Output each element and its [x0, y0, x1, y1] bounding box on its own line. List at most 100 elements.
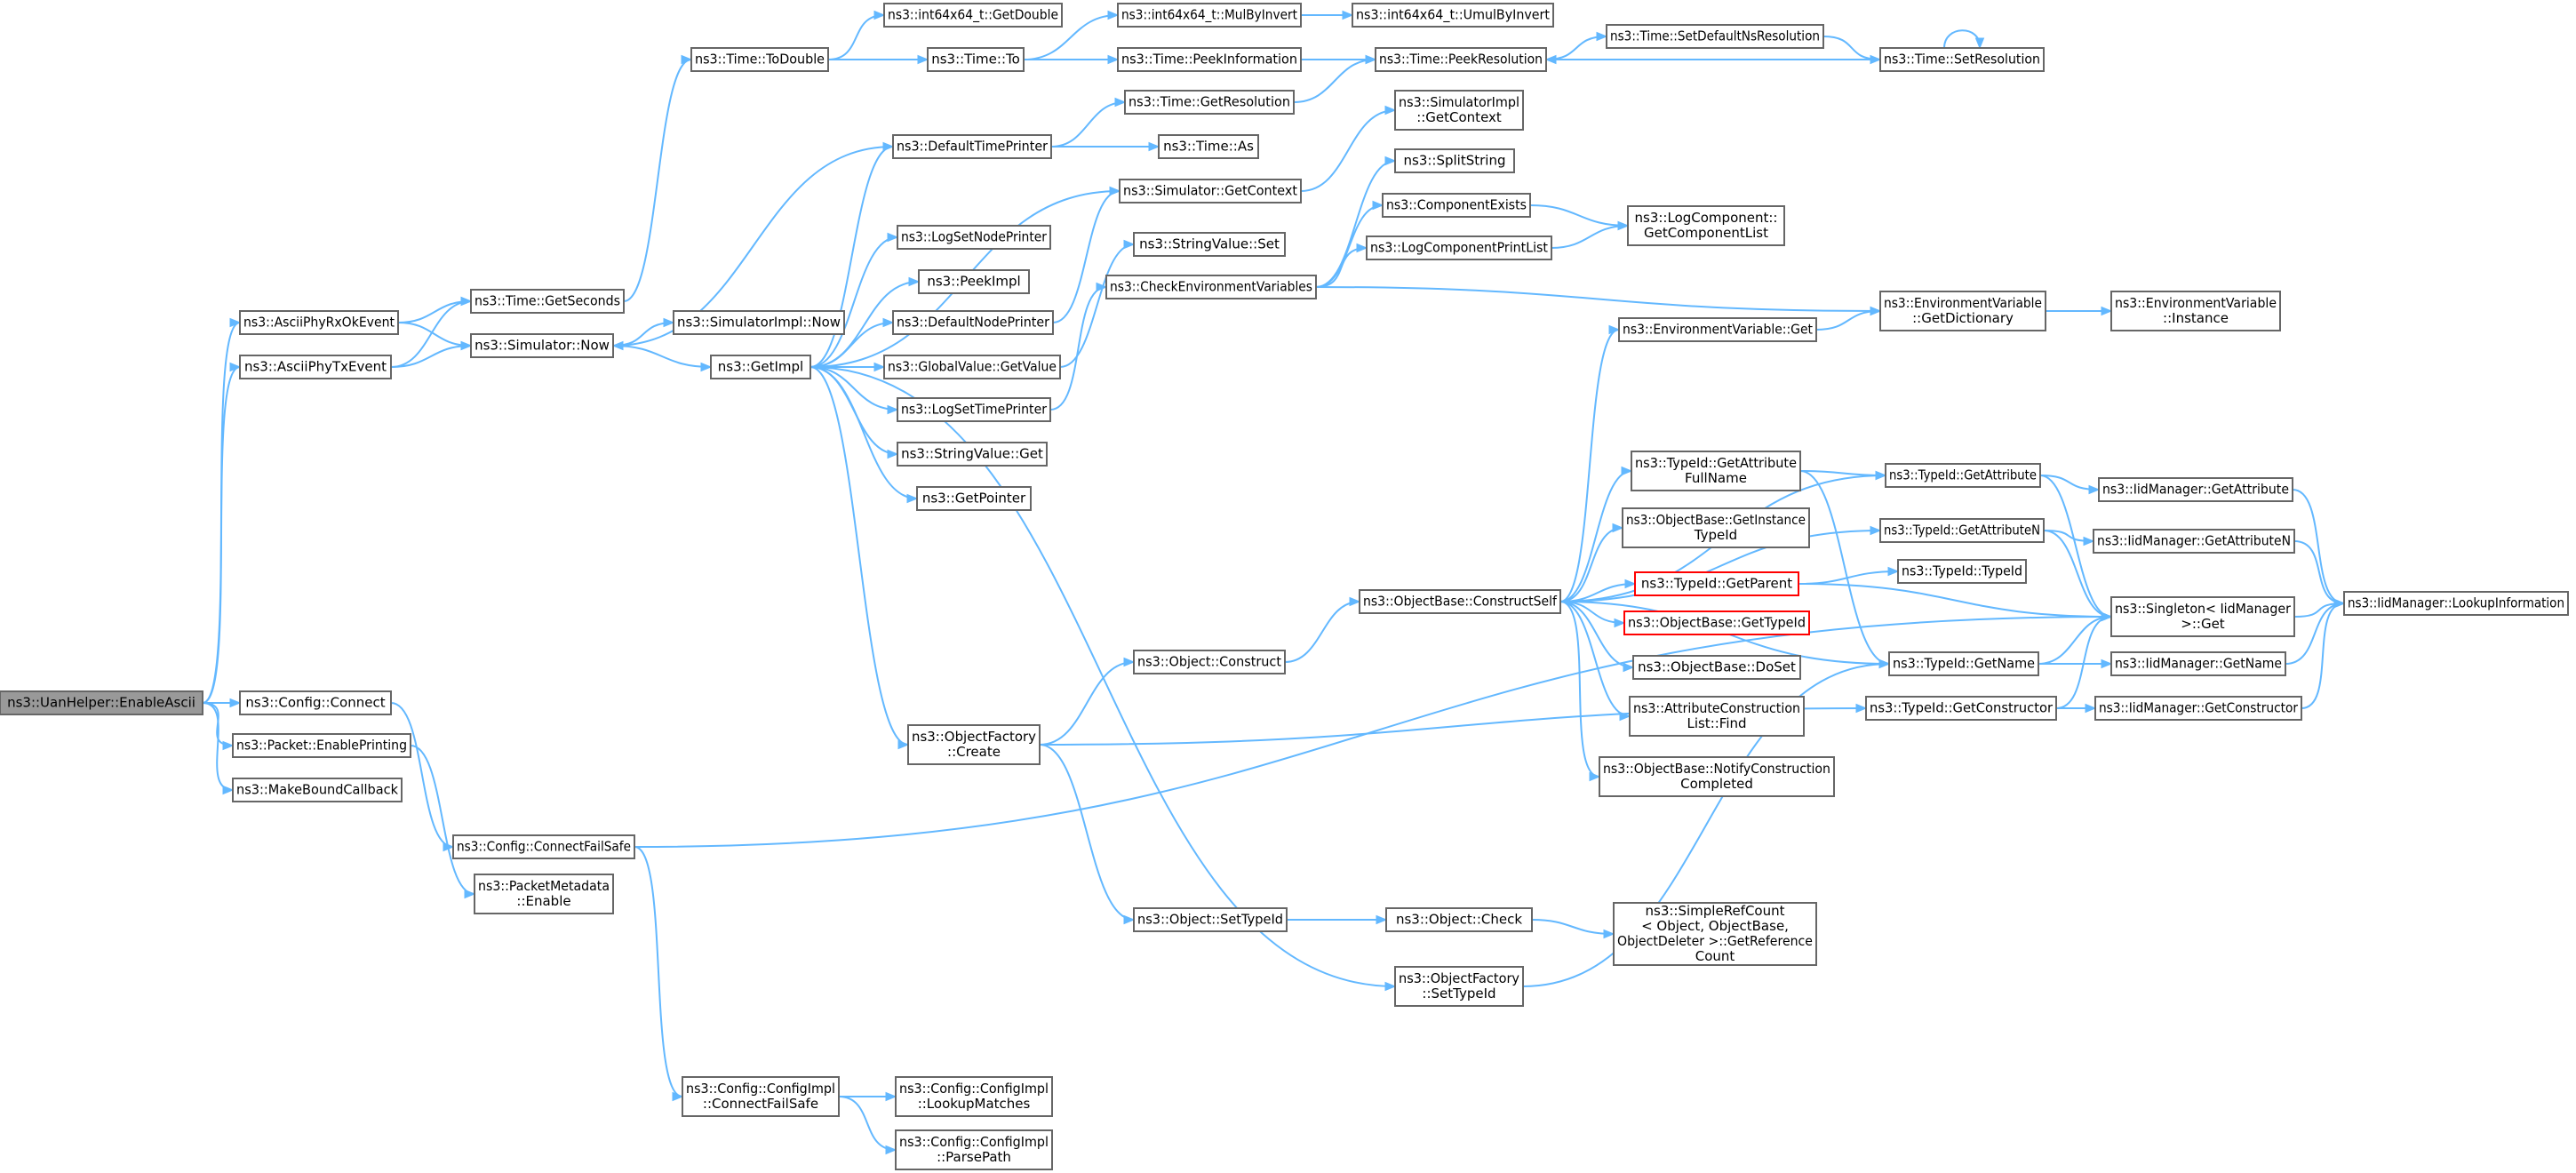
node-type-id-get-name[interactable]: ns3::TypeId::GetName — [1888, 651, 2039, 676]
edge-time-to-double-to-time-to-arrowhead — [917, 54, 929, 65]
node-string-value-get[interactable]: ns3::StringValue::Get — [897, 442, 1048, 467]
node-log-set-node-printer[interactable]: ns3::LogSetNodePrinter — [897, 225, 1051, 250]
node-time-set-default-ns-resolution[interactable]: ns3::Time::SetDefaultNsResolution — [1606, 24, 1824, 49]
node-label: TypeId — [1694, 527, 1737, 543]
node-log-component-get-component-list[interactable]: ns3::LogComponent::GetComponentList — [1627, 205, 1785, 246]
node-global-value-get-value[interactable]: ns3::GlobalValue::GetValue — [883, 355, 1061, 379]
edge-iid-manager-get-constructor-to-iid-manager-lookup-information — [2301, 602, 2345, 709]
node-log-component-print-list[interactable]: ns3::LogComponentPrintList — [1366, 235, 1552, 260]
node-default-time-printer[interactable]: ns3::DefaultTimePrinter — [892, 134, 1052, 159]
node-config-impl-lookup-matches[interactable]: ns3::Config::ConfigImpl::LookupMatches — [895, 1076, 1053, 1117]
edge-default-node-printer-to-simulator-get-context-arrowhead — [1109, 186, 1121, 196]
node-type-id-get-parent[interactable]: ns3::TypeId::GetParent — [1634, 571, 1799, 596]
node-label: ns3::SimpleRefCount — [1646, 903, 1785, 919]
node-time-as[interactable]: ns3::Time::As — [1158, 134, 1259, 159]
node-simulator-impl-get-context[interactable]: ns3::SimulatorImpl::GetContext — [1394, 90, 1524, 131]
node-box — [2343, 591, 2569, 616]
node-iid-manager-get-attribute[interactable]: ns3::IidManager::GetAttribute — [2098, 477, 2293, 502]
node-object-base-construct-self[interactable]: ns3::ObjectBase::ConstructSelf — [1359, 589, 1561, 614]
node-time-peek-information[interactable]: ns3::Time::PeekInformation — [1117, 47, 1302, 72]
node-label: ns3::StringValue::Set — [1139, 236, 1280, 252]
node-object-check[interactable]: ns3::Object::Check — [1385, 907, 1533, 932]
node-label: ::Create — [947, 744, 1001, 760]
node-config-impl-connect-fail-safe[interactable]: ns3::Config::ConfigImpl::ConnectFailSafe — [682, 1076, 840, 1117]
node-int64-umul-by-invert[interactable]: ns3::int64x64_t::UmulByInvert — [1352, 3, 1554, 28]
node-peek-impl[interactable]: ns3::PeekImpl — [918, 269, 1030, 294]
node-environment-variable-get-dictionary[interactable]: ns3::EnvironmentVariable::GetDictionary — [1879, 291, 2046, 331]
node-iid-manager-lookup-information[interactable]: ns3::IidManager::LookupInformation — [2343, 591, 2569, 616]
node-object-factory-create[interactable]: ns3::ObjectFactory::Create — [907, 724, 1041, 765]
node-packet-metadata-enable[interactable]: ns3::PacketMetadata::Enable — [474, 874, 614, 914]
node-iid-manager-get-name[interactable]: ns3::IidManager::GetName — [2110, 651, 2286, 676]
node-type-id-get-attribute[interactable]: ns3::TypeId::GetAttribute — [1885, 463, 2041, 488]
edge-get-impl-to-default-time-printer — [809, 146, 894, 368]
edge-get-impl-to-log-set-time-printer-arrowhead — [887, 404, 899, 415]
node-int64-mul-by-invert[interactable]: ns3::int64x64_t::MulByInvert — [1117, 3, 1302, 28]
node-type-id-type-id[interactable]: ns3::TypeId::TypeId — [1897, 559, 2027, 584]
node-simulator-now[interactable]: ns3::Simulator::Now — [470, 333, 614, 358]
node-simple-ref-count-get-reference-count[interactable]: ns3::SimpleRefCount< Object, ObjectBase,… — [1613, 902, 1817, 966]
node-ascii-phy-tx-event[interactable]: ns3::AsciiPhyTxEvent — [239, 355, 392, 379]
node-get-pointer[interactable]: ns3::GetPointer — [916, 486, 1032, 511]
node-object-construct[interactable]: ns3::Object::Construct — [1133, 650, 1286, 674]
node-get-impl[interactable]: ns3::GetImpl — [710, 355, 811, 379]
node-object-base-do-set[interactable]: ns3::ObjectBase::DoSet — [1632, 655, 1801, 680]
node-split-string[interactable]: ns3::SplitString — [1394, 148, 1515, 173]
node-time-peek-resolution[interactable]: ns3::Time::PeekResolution — [1375, 47, 1547, 72]
node-default-node-printer[interactable]: ns3::DefaultNodePrinter — [892, 310, 1054, 335]
edge-get-impl-to-peek-impl-arrowhead — [908, 276, 921, 287]
node-int64-get-double[interactable]: ns3::int64x64_t::GetDouble — [883, 3, 1063, 28]
node-packet-enable-printing[interactable]: ns3::Packet::EnablePrinting — [232, 733, 411, 758]
node-string-value-set[interactable]: ns3::StringValue::Set — [1133, 232, 1286, 257]
node-box — [927, 47, 1025, 72]
node-object-base-notify-construction-completed[interactable]: ns3::ObjectBase::NotifyConstructionCompl… — [1599, 756, 1835, 797]
node-config-connect-fail-safe[interactable]: ns3::Config::ConnectFailSafe — [452, 834, 635, 859]
node-make-bound-callback[interactable]: ns3::MakeBoundCallback — [232, 778, 403, 802]
node-box — [470, 333, 614, 358]
node-config-impl-parse-path[interactable]: ns3::Config::ConfigImpl::ParsePath — [895, 1129, 1053, 1170]
node-iid-manager-get-attribute-n[interactable]: ns3::IidManager::GetAttributeN — [2093, 529, 2295, 554]
node-type-id-get-attribute-n[interactable]: ns3::TypeId::GetAttributeN — [1879, 518, 2045, 543]
node-label: ns3::Time::GetSeconds — [475, 293, 620, 309]
node-time-get-seconds[interactable]: ns3::Time::GetSeconds — [470, 289, 625, 314]
node-simulator-get-context[interactable]: ns3::Simulator::GetContext — [1119, 179, 1302, 203]
node-time-set-resolution[interactable]: ns3::Time::SetResolution — [1879, 47, 2045, 72]
node-check-environment-variables[interactable]: ns3::CheckEnvironmentVariables — [1105, 275, 1317, 299]
node-box — [2110, 651, 2286, 676]
node-config-connect[interactable]: ns3::Config::Connect — [239, 690, 392, 715]
node-ascii-phy-rx-ok-event[interactable]: ns3::AsciiPhyRxOkEvent — [239, 310, 399, 335]
node-label: ns3::GlobalValue::GetValue — [888, 359, 1057, 375]
node-label: ns3::ObjectBase::ConstructSelf — [1363, 594, 1558, 610]
node-object-base-get-type-id[interactable]: ns3::ObjectBase::GetTypeId — [1623, 610, 1810, 635]
node-iid-manager-get-constructor[interactable]: ns3::IidManager::GetConstructor — [2094, 696, 2302, 721]
edge-default-time-printer-to-simulator-now-arrowhead — [611, 340, 624, 351]
node-environment-variable-instance[interactable]: ns3::EnvironmentVariable::Instance — [2110, 291, 2281, 331]
node-time-to-double[interactable]: ns3::Time::ToDouble — [690, 47, 829, 72]
edge-time-to-to-time-peek-information-arrowhead — [1107, 54, 1120, 65]
node-environment-variable-get[interactable]: ns3::EnvironmentVariable::Get — [1618, 317, 1817, 342]
edge-simulator-get-context-to-simulator-impl-get-context-arrowhead — [1384, 105, 1397, 116]
node-label: ns3::PeekImpl — [927, 274, 1020, 290]
node-label: ns3::int64x64_t::GetDouble — [888, 7, 1058, 24]
edge-check-environment-variables-to-log-component-print-list — [1315, 247, 1368, 288]
node-type-id-get-constructor[interactable]: ns3::TypeId::GetConstructor — [1865, 696, 2057, 721]
node-singleton-iid-manager-get[interactable]: ns3::Singleton< IidManager>::Get — [2110, 596, 2295, 637]
node-label: Completed — [1680, 776, 1753, 792]
node-simulator-impl-now[interactable]: ns3::SimulatorImpl::Now — [673, 310, 845, 335]
node-log-set-time-printer[interactable]: ns3::LogSetTimePrinter — [897, 397, 1051, 422]
node-component-exists[interactable]: ns3::ComponentExists — [1382, 193, 1531, 218]
node-enable-ascii[interactable]: ns3::UanHelper::EnableAscii — [0, 690, 203, 715]
node-object-set-type-id[interactable]: ns3::Object::SetTypeId — [1133, 907, 1288, 932]
edge-object-base-construct-self-to-object-base-get-type-id-arrowhead — [1614, 618, 1626, 628]
node-object-factory-set-type-id[interactable]: ns3::ObjectFactory::SetTypeId — [1394, 966, 1524, 1007]
edge-default-time-printer-to-time-get-resolution-arrowhead — [1114, 97, 1127, 108]
node-time-get-resolution[interactable]: ns3::Time::GetResolution — [1124, 90, 1295, 115]
node-box — [1865, 696, 2057, 721]
edge-object-check-to-simple-ref-count-get-reference-count-arrowhead — [1603, 929, 1615, 939]
node-time-to[interactable]: ns3::Time::To — [927, 47, 1025, 72]
node-label: ns3::Object::SetTypeId — [1137, 912, 1283, 928]
